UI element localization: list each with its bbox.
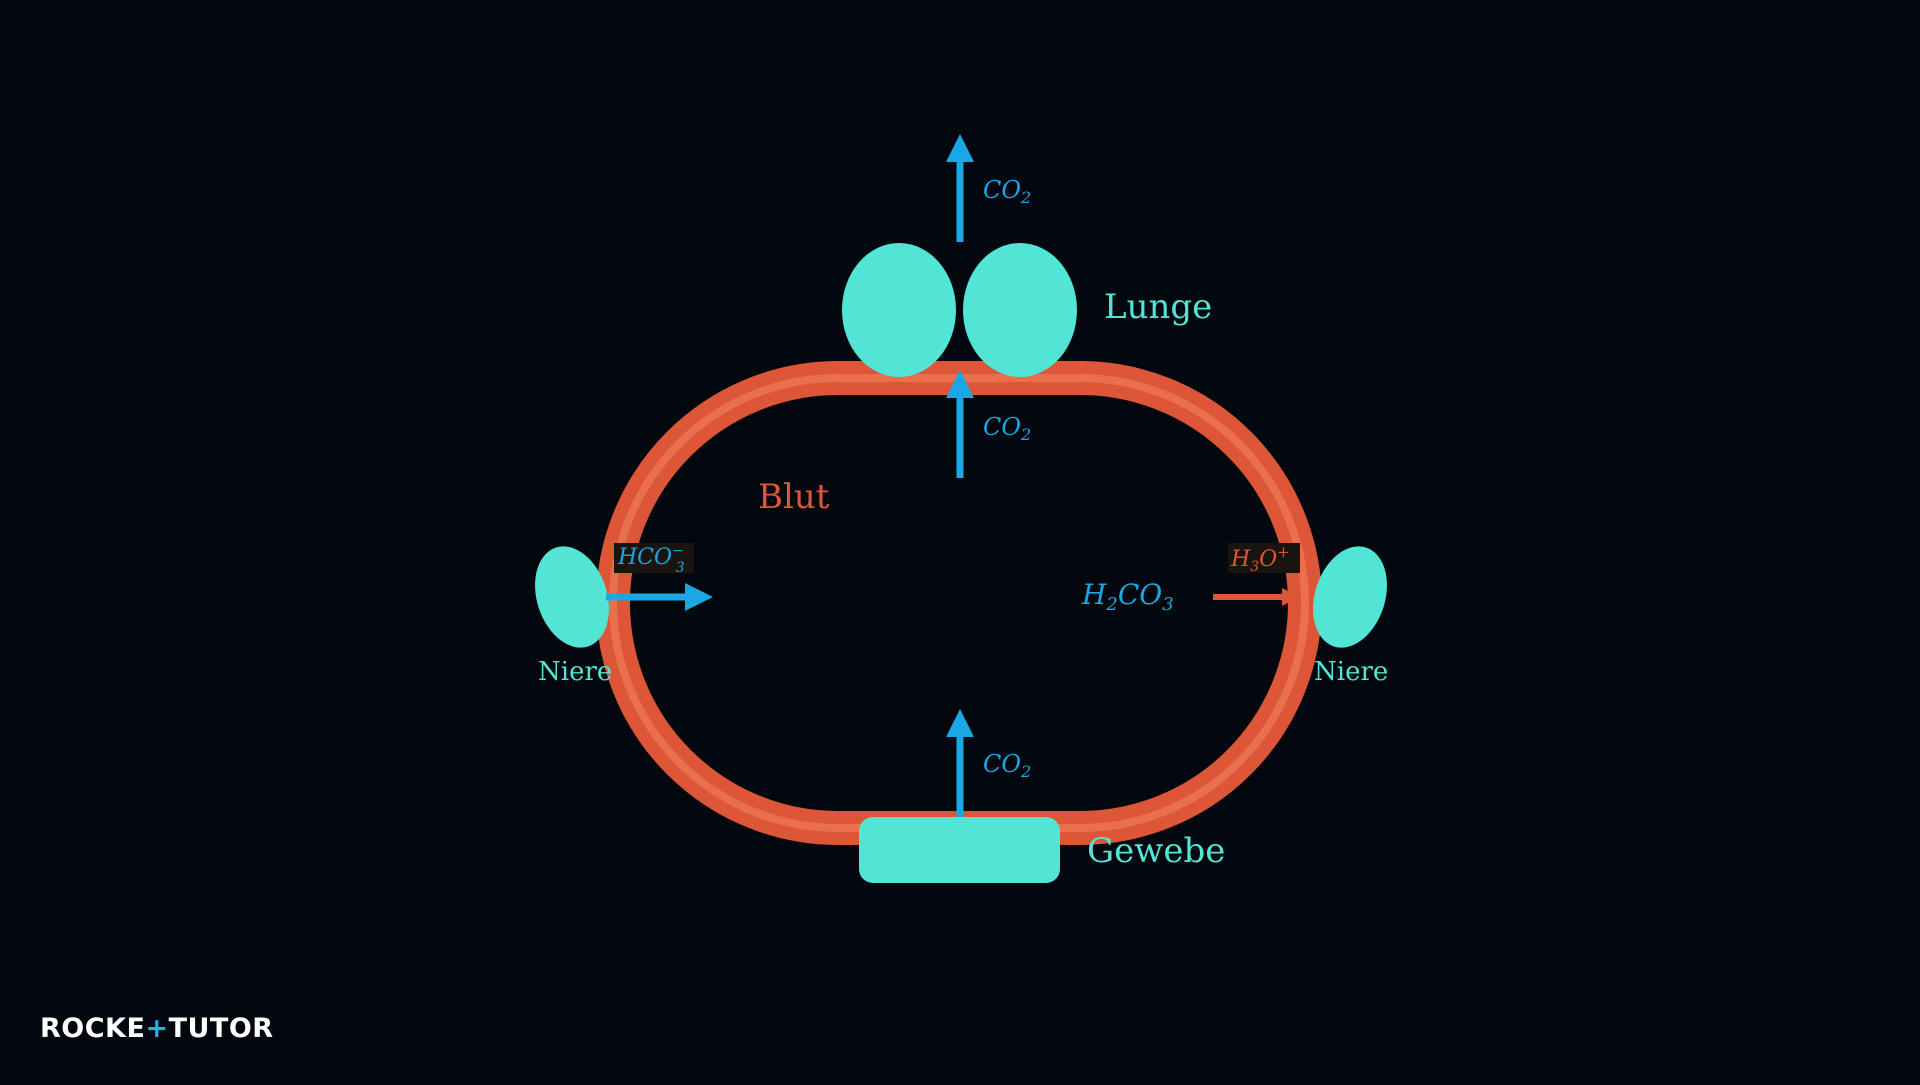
lung-right-lobe <box>963 243 1077 377</box>
logo-plus: + <box>145 1012 169 1044</box>
lung-left-lobe <box>842 243 956 377</box>
tissue-label: Gewebe <box>1087 831 1225 871</box>
co2-tissue-label: CO2 <box>983 750 1031 781</box>
co2-to-lung-label: CO2 <box>983 413 1031 444</box>
co2-exhaled-label: CO2 <box>983 176 1031 207</box>
hydronium-label: H3O+ <box>1230 543 1290 575</box>
kidney-left-label: Niere <box>538 657 612 687</box>
blood-vessel-loop <box>596 361 1322 845</box>
logo-part1: ROCKE <box>40 1012 146 1044</box>
kidney-right-icon <box>1313 546 1387 648</box>
lung-label: Lunge <box>1104 287 1212 327</box>
hydronium-arrowhead <box>1282 588 1300 606</box>
lung-icon <box>842 243 1077 377</box>
bicarbonate-label: HCO−3 <box>617 543 685 576</box>
blood-label: Blut <box>758 477 830 517</box>
logo-part2: TUTO <box>168 1012 253 1044</box>
hydronium-label-box <box>1228 543 1300 573</box>
tissue-icon <box>859 817 1060 883</box>
logo-end: R <box>252 1012 274 1044</box>
kidney-right-label: Niere <box>1314 657 1388 687</box>
kidney-left-icon <box>535 546 609 648</box>
carbonic-acid-label: H2CO3 <box>1081 578 1174 615</box>
bicarbonate-label-box <box>614 543 694 573</box>
